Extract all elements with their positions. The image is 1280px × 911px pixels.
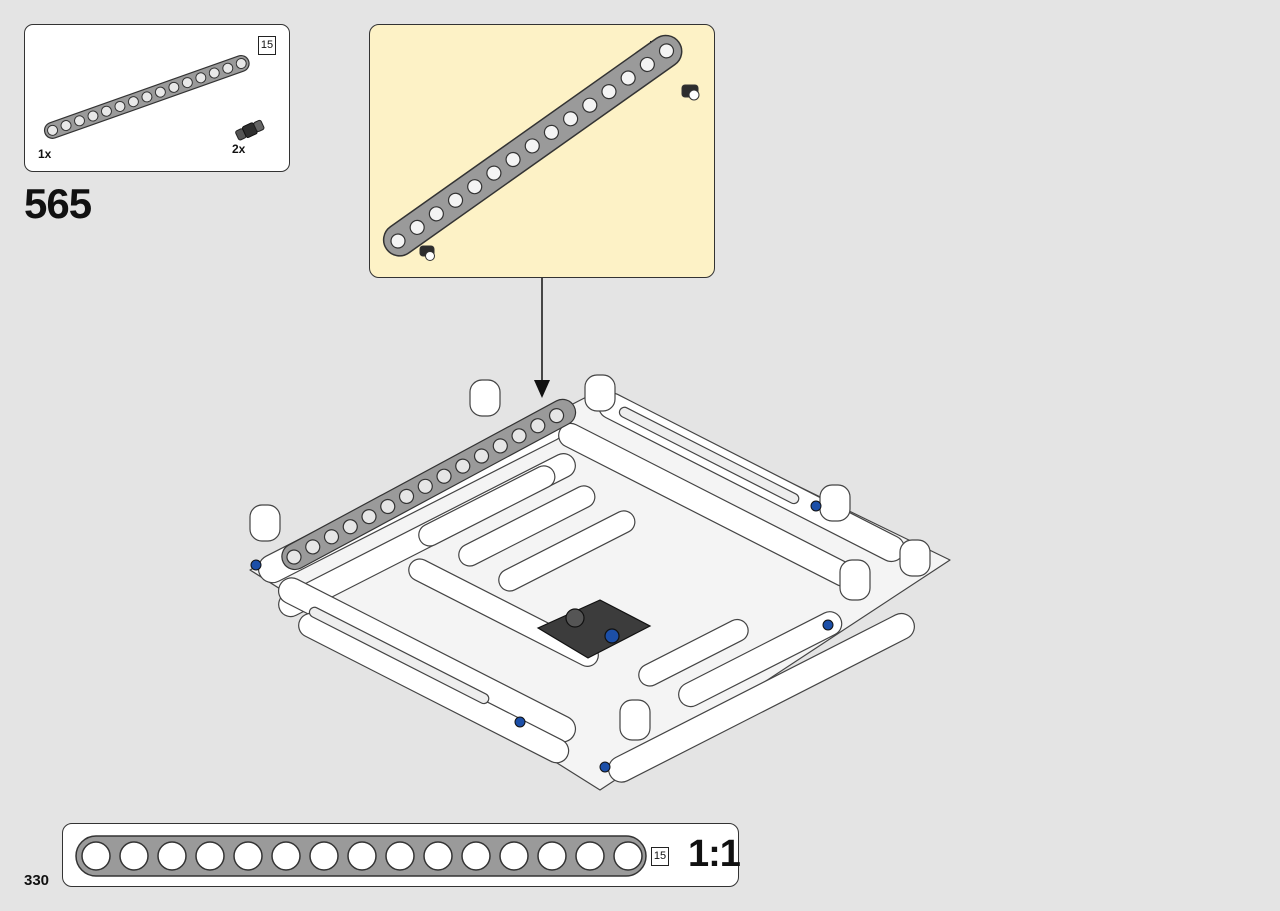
- beam-hole: [423, 841, 453, 871]
- beam-hole: [235, 58, 247, 70]
- beam-hole: [505, 151, 521, 168]
- beam-hole: [447, 192, 464, 208]
- beam-hole: [473, 448, 490, 464]
- beam-hole: [233, 841, 263, 871]
- beam-hole: [114, 100, 126, 112]
- beam-hole: [347, 841, 377, 871]
- beam-hole: [639, 56, 655, 73]
- beam-hole: [417, 478, 433, 494]
- model-assembly-illustration: [249, 374, 951, 791]
- beam-hole: [461, 841, 491, 871]
- beam-hole: [390, 233, 406, 249]
- beam-hole: [530, 418, 546, 434]
- beam-hole: [511, 428, 527, 444]
- beam-hole: [195, 72, 207, 84]
- beam-hole: [563, 111, 579, 127]
- beam-hole: [222, 62, 234, 74]
- beam-hole: [409, 219, 425, 236]
- scale-label: 1:1: [688, 833, 741, 875]
- beam-hole: [658, 43, 675, 59]
- beam-hole: [141, 91, 153, 103]
- beam-hole: [613, 841, 643, 871]
- beam-15-part-icon: [43, 54, 250, 139]
- subassembly-callout: 15: [369, 24, 715, 278]
- callout-beam-illustration: [382, 34, 700, 261]
- beam-hole: [492, 438, 508, 454]
- beam-hole: [385, 841, 415, 871]
- beam-hole: [309, 841, 339, 871]
- beam-hole: [87, 110, 99, 122]
- beam-hole: [47, 124, 59, 136]
- beam-hole: [398, 488, 415, 505]
- part-length-badge: 15: [258, 36, 276, 55]
- beam-hole: [195, 841, 225, 871]
- beam-hole: [601, 84, 617, 100]
- beam-hole: [342, 519, 358, 535]
- beam-hole: [154, 86, 166, 98]
- beam-hole: [208, 67, 220, 79]
- beam-hole: [543, 124, 560, 140]
- beam-15-actual-size: [75, 835, 647, 877]
- beam-hole: [119, 841, 149, 871]
- callout-pin-bottom: [419, 245, 435, 261]
- beam-hole: [486, 165, 502, 181]
- beam-hole: [74, 115, 86, 127]
- page-number: 330: [24, 872, 50, 889]
- scale-reference-panel: 15: [62, 823, 739, 887]
- beam-hole: [620, 70, 636, 86]
- parts-list-panel: 15 1x 2x: [24, 24, 290, 172]
- beam-hole: [499, 841, 529, 871]
- beam-hole: [455, 458, 471, 474]
- connector-pin-part-icon: [235, 119, 265, 141]
- beam-hole: [537, 841, 567, 871]
- ruler-length-badge: 15: [651, 847, 669, 866]
- callout-pin-top: [681, 84, 700, 101]
- beam-hole: [575, 841, 605, 871]
- beam-hole: [582, 97, 598, 113]
- part-quantity-beam: 1x: [38, 147, 52, 161]
- beam-hole: [548, 408, 565, 424]
- beam-hole: [181, 77, 193, 89]
- beam-hole: [168, 81, 180, 93]
- beam-hole: [271, 841, 301, 871]
- beam-hole: [380, 498, 396, 515]
- part-quantity-pin: 2x: [232, 142, 246, 156]
- step-number: 565: [24, 180, 92, 227]
- placement-arrow-icon: [534, 278, 550, 398]
- beam-hole: [286, 549, 302, 565]
- beam-hole: [305, 539, 321, 555]
- beam-hole: [467, 179, 483, 195]
- beam-hole: [81, 841, 111, 871]
- beam-hole: [127, 96, 139, 108]
- beam-hole: [100, 105, 112, 117]
- beam-hole: [361, 509, 377, 525]
- beam-hole: [323, 529, 340, 545]
- beam-hole: [60, 120, 72, 132]
- beam-hole: [428, 206, 444, 222]
- beam-hole: [524, 138, 540, 154]
- beam-hole: [157, 841, 187, 871]
- beam-hole: [436, 468, 452, 484]
